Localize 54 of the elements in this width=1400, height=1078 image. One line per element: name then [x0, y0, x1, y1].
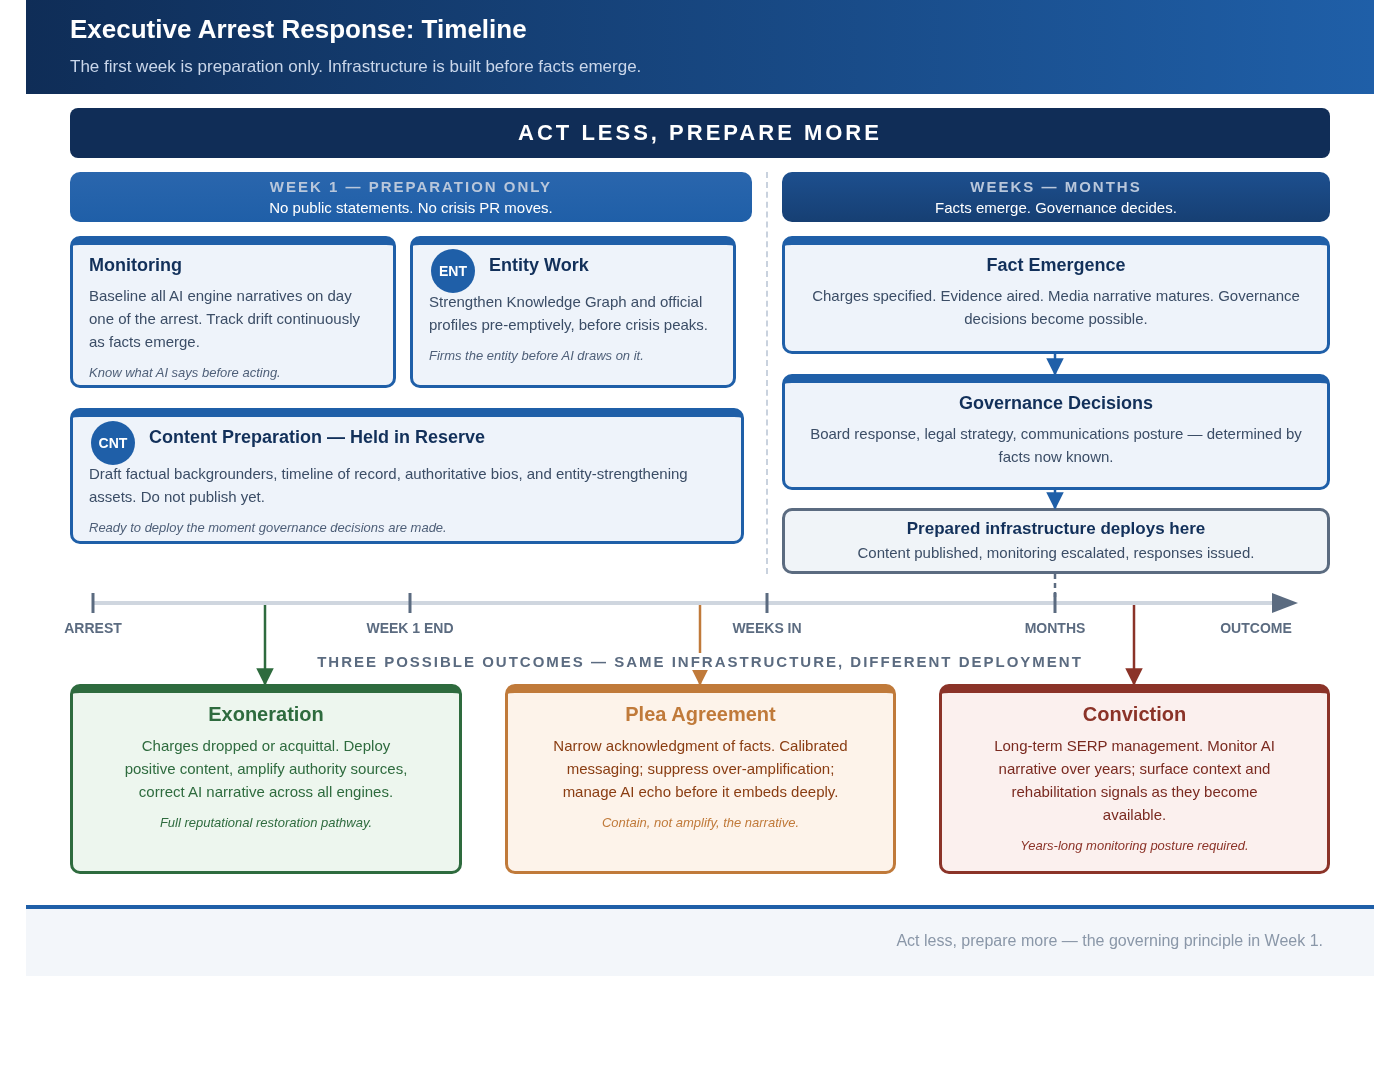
body-text: Draft factual backgrounders, timeline of record, authoritative bios, and entity-strengthening assets. Do not publish yet. — [89, 464, 689, 507]
note: Years-long monitoring posture required. — [1019, 838, 1250, 853]
card — [505, 684, 896, 874]
footer-note: Act less, prepare more — the governing principle in Week 1. — [896, 932, 1323, 950]
card — [70, 236, 396, 388]
phase-title: WEEKS — MONTHS — [969, 178, 1143, 195]
arrow — [256, 605, 274, 686]
card-heading: Conviction — [1081, 703, 1188, 726]
arrow — [1046, 490, 1064, 510]
banner: ACT LESS, PREPARE MORE — [70, 108, 1330, 158]
card — [410, 236, 736, 388]
card-heading: Entity Work — [489, 255, 590, 276]
phase-title: WEEK 1 — PREPARATION ONLY — [268, 178, 554, 195]
badge: ENT — [431, 249, 475, 293]
arrow — [1125, 605, 1143, 686]
timeline-label: MONTHS — [1024, 620, 1086, 636]
card-heading: Plea Agreement — [624, 703, 777, 726]
body-text: Content published, monitoring escalated, responses issued. — [856, 543, 1256, 563]
timeline-label: ARREST — [64, 620, 122, 636]
body-text: Charges dropped or acquittal. Deploy positive content, amplify authority sources, correct AI narrative across all engines. — [123, 736, 409, 802]
body-text: Baseline all AI engine narratives on day one of the arrest. Track drift continuously as facts emerge. — [89, 286, 361, 352]
note: Contain, not amplify, the narrative. — [601, 815, 800, 830]
body-text: Charges specified. Evidence aired. Media narrative matures. Governance decisions become possible. — [811, 286, 1301, 329]
body-text: Long-term SERP management. Monitor AI narrative over years; surface context and rehabilitation signals as they become available. — [993, 736, 1276, 825]
card-heading: Fact Emergence — [985, 255, 1127, 276]
note: Know what AI says before acting. — [89, 365, 282, 380]
card — [70, 684, 462, 874]
card — [782, 508, 1330, 574]
note: Ready to deploy the moment governance decisions are made. — [89, 520, 448, 535]
card — [939, 684, 1330, 874]
card — [70, 408, 744, 544]
timeline-label: WEEKS IN — [732, 620, 802, 636]
title: Executive Arrest Response: Timeline — [70, 14, 527, 45]
card-heading: Monitoring — [89, 255, 183, 276]
badge: CNT — [91, 421, 135, 465]
timeline-label: OUTCOME — [1220, 620, 1292, 636]
phase-header — [70, 172, 752, 222]
card — [782, 374, 1330, 490]
card-heading: Exoneration — [207, 703, 325, 726]
body-text: Board response, legal strategy, communications posture — determined by facts now known. — [809, 424, 1303, 467]
phase-subtitle: No public statements. No crisis PR moves. — [268, 199, 554, 216]
timeline-label: WEEK 1 END — [366, 620, 454, 636]
card-heading: Prepared infrastructure deploys here — [905, 519, 1207, 539]
arrow — [1046, 354, 1064, 376]
body-text: Strengthen Knowledge Graph and official profiles pre-emptively, before crisis peaks. — [429, 292, 709, 335]
phase-header — [782, 172, 1330, 222]
card — [782, 236, 1330, 354]
note: Full reputational restoration pathway. — [158, 815, 374, 830]
subtitle: The first week is preparation only. Infrastructure is built before facts emerge. — [70, 57, 642, 77]
card-heading: Governance Decisions — [957, 393, 1155, 414]
card-heading: Content Preparation — Held in Reserve — [149, 427, 487, 448]
phase-subtitle: Facts emerge. Governance decides. — [934, 199, 1178, 216]
note: Firms the entity before AI draws on it. — [429, 348, 645, 363]
body-text: Narrow acknowledgment of facts. Calibrated messaging; suppress over-amplification; manage AI echo before it embeds deeply. — [552, 736, 849, 802]
